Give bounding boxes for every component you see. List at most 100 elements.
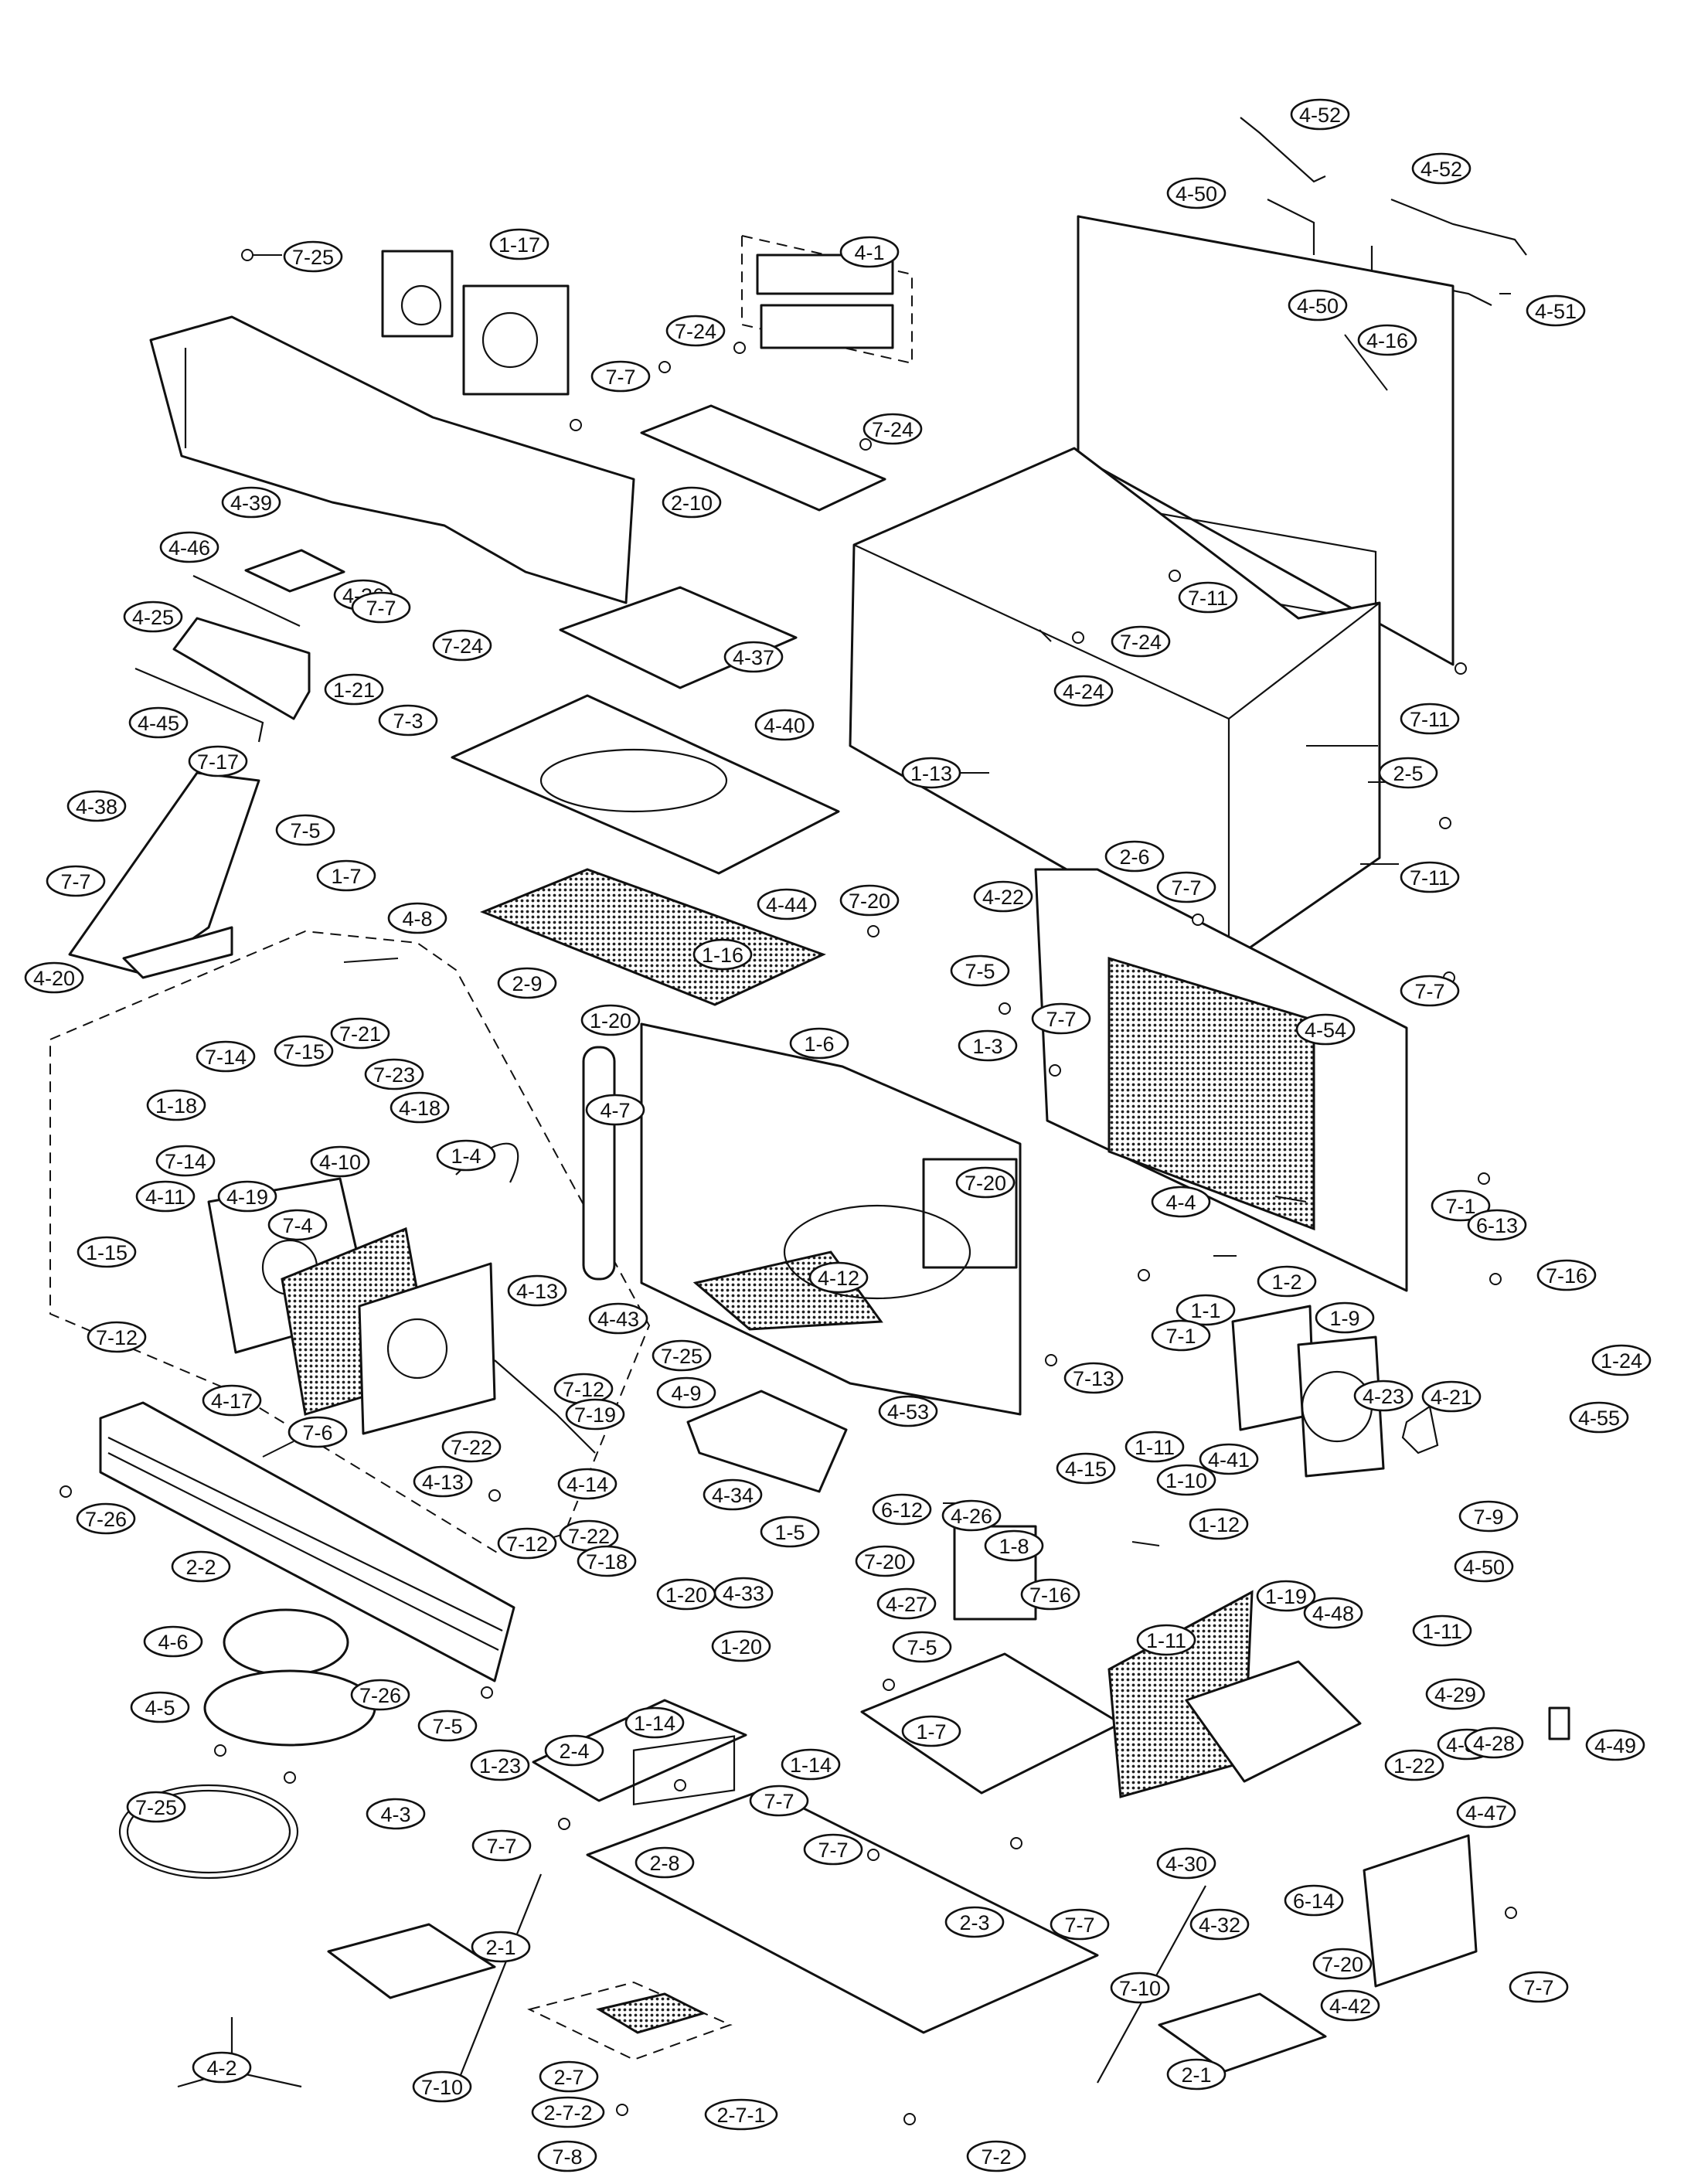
part-callout: 4-17: [202, 1384, 262, 1417]
callout-oval: [863, 413, 923, 445]
part-callout: 1-22: [1384, 1749, 1444, 1781]
callout-label: 4-2: [206, 2057, 236, 2080]
callout-label: 4-9: [671, 1382, 701, 1405]
callout-oval: [330, 1017, 390, 1050]
part-callout: 7-7: [590, 360, 651, 393]
callout-oval: [1111, 625, 1171, 658]
callout-oval: [1412, 1614, 1472, 1647]
callout-label: 1-11: [1146, 1629, 1186, 1652]
callout-label: 1-20: [590, 1009, 631, 1033]
callout-oval: [1536, 1259, 1597, 1291]
part-callout: 4-2: [192, 2051, 252, 2084]
callout-label: 7-20: [849, 890, 890, 913]
callout-oval: [417, 1710, 478, 1742]
callout-oval: [585, 1094, 645, 1126]
part-callout: 1-6: [789, 1027, 849, 1060]
callout-label: 4-5: [145, 1696, 175, 1720]
part-callout: 4-28: [1464, 1727, 1524, 1759]
callout-oval: [1156, 1464, 1216, 1496]
callout-label: 4-15: [1065, 1458, 1107, 1481]
callout-label: 4-37: [733, 646, 774, 669]
callout-label: 4-3: [380, 1803, 410, 1826]
callout-oval: [901, 1715, 961, 1747]
callout-label: 4-29: [1434, 1683, 1476, 1706]
part-callout: 4-23: [1353, 1380, 1414, 1412]
part-callout: 4-52: [1411, 152, 1472, 185]
part-callout: 1-19: [1256, 1580, 1316, 1612]
part-callout: 7-25: [652, 1339, 712, 1372]
callout-oval: [1288, 289, 1348, 322]
callout-oval: [1257, 1265, 1317, 1298]
callout-oval: [1411, 152, 1472, 185]
callout-oval: [497, 1527, 557, 1560]
callout-label: 7-13: [1073, 1367, 1114, 1390]
callout-label: 7-14: [205, 1046, 247, 1069]
callout-oval: [1353, 1380, 1414, 1412]
part-callout: 4-45: [128, 706, 189, 739]
callout-oval: [1020, 1578, 1080, 1611]
callout-label: 7-22: [451, 1436, 492, 1459]
callout-oval: [1456, 1796, 1516, 1829]
callout-label: 1-19: [1265, 1585, 1307, 1608]
callout-oval: [24, 961, 84, 994]
callout-label: 7-7: [1046, 1008, 1076, 1031]
callout-label: 7-11: [1410, 708, 1450, 731]
part-callout: 1-13: [901, 757, 961, 789]
part-callout: 4-43: [588, 1302, 648, 1335]
part-callout: 7-7: [1031, 1002, 1091, 1035]
part-callout: 4-50: [1454, 1550, 1514, 1583]
callout-oval: [855, 1545, 915, 1577]
part-callout: 1-14: [781, 1748, 841, 1781]
callout-label: 7-14: [165, 1150, 206, 1173]
callout-oval: [760, 1516, 820, 1548]
callout-label: 1-23: [479, 1754, 521, 1778]
part-callout: 7-25: [126, 1791, 186, 1823]
callout-oval: [1431, 1189, 1491, 1222]
callout-oval: [378, 704, 438, 737]
part-callout: 7-14: [155, 1145, 216, 1177]
callout-oval: [1303, 1597, 1363, 1629]
callout-oval: [1320, 1989, 1380, 2022]
callout-oval: [432, 629, 492, 662]
part-callout: 4-24: [1053, 675, 1114, 707]
callout-oval: [275, 814, 335, 846]
callout-label: 1-20: [665, 1584, 707, 1607]
callout-label: 4-23: [1363, 1385, 1404, 1408]
part-callout: 7-24: [1111, 625, 1171, 658]
part-callout: 1-18: [146, 1089, 206, 1121]
callout-oval: [901, 757, 961, 789]
callout-label: 4-13: [422, 1471, 464, 1494]
callout-label: 7-7: [1523, 1976, 1553, 1999]
part-callout: 1-4: [436, 1139, 496, 1172]
callout-oval: [436, 1139, 496, 1172]
part-callout: 4-11: [135, 1180, 196, 1213]
callout-label: 7-24: [441, 635, 483, 658]
part-callout: 7-10: [412, 2070, 472, 2103]
callout-oval: [1256, 1580, 1316, 1612]
callout-oval: [267, 1209, 328, 1241]
callout-label: 7-10: [1119, 1977, 1161, 2000]
part-callout: 4-4: [1151, 1186, 1211, 1218]
part-callout: 7-19: [565, 1398, 625, 1431]
callout-oval: [221, 486, 281, 519]
part-callout: 4-15: [1056, 1452, 1116, 1485]
callout-oval: [1189, 1908, 1250, 1941]
callout-label: 7-22: [568, 1525, 610, 1548]
part-callout: 7-20: [955, 1166, 1016, 1199]
part-callout: 7-23: [364, 1058, 424, 1090]
callout-oval: [507, 1274, 567, 1307]
part-callout: 7-7: [1509, 1971, 1569, 2003]
callout-label: 2-4: [559, 1740, 589, 1763]
callout-label: 1-12: [1198, 1513, 1240, 1536]
callout-label: 7-5: [432, 1715, 462, 1738]
callout-label: 1-7: [916, 1720, 946, 1744]
callout-label: 1-13: [910, 762, 952, 785]
callout-oval: [1467, 1209, 1527, 1241]
callout-label: 7-2: [981, 2145, 1011, 2169]
callout-label: 1-4: [451, 1145, 481, 1168]
callout-label: 1-7: [331, 865, 361, 888]
callout-label: 7-7: [818, 1839, 848, 1862]
part-callout: 4-30: [1156, 1847, 1216, 1880]
callout-label: 1-20: [720, 1635, 762, 1659]
callout-oval: [1400, 703, 1460, 735]
